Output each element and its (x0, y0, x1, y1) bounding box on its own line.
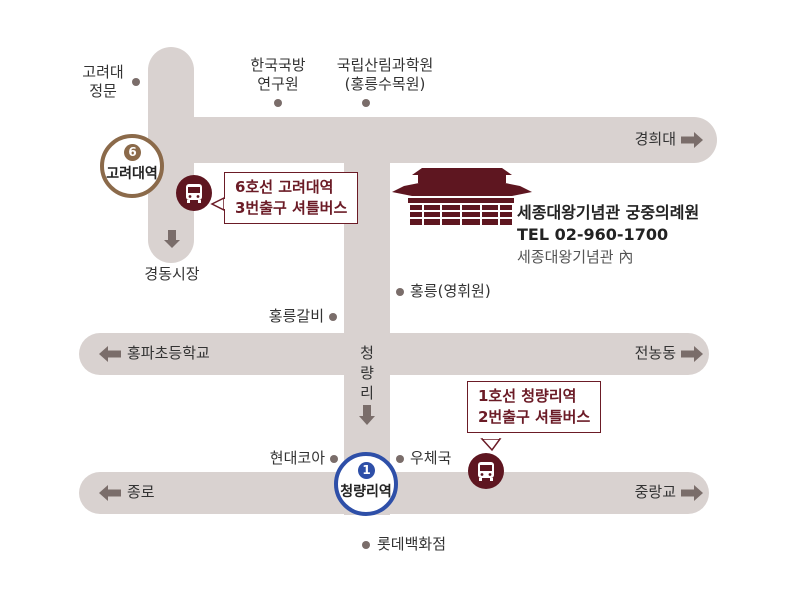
building-icon (392, 168, 532, 225)
label-char: 리 (360, 384, 374, 402)
landmark-dot (330, 455, 338, 463)
label-line: 한국국방 (250, 56, 306, 74)
label-hyundai-koa: 현대코아 (269, 449, 325, 467)
road-label-hongpa: 홍파초등학교 (127, 344, 210, 362)
label-kida: 한국국방 연구원 (236, 56, 320, 94)
arrow-down-icon (164, 230, 180, 248)
shuttle-callout-line6: 6호선 고려대역 3번출구 셔틀버스 (224, 172, 359, 224)
label-post-office: 우체국 (410, 449, 452, 467)
road-label-gyeonghuidae: 경희대 (634, 130, 676, 148)
label-char: 량 (360, 364, 374, 382)
label-galbi: 홍릉갈비 (268, 307, 324, 325)
label-line: 연구원 (257, 75, 299, 93)
shuttle-line1-line2: 2번출구 셔틀버스 (478, 408, 591, 426)
label-line: (홍릉수목원) (344, 75, 426, 93)
shuttle-line1-line1: 1호선 청량리역 (478, 387, 577, 405)
label-hongneung: 홍릉(영휘원) (410, 282, 491, 300)
direction-arrows (99, 132, 703, 501)
label-line: 정문 (89, 82, 117, 100)
venue-info: 세종대왕기념관 궁중의례원 TEL 02-960-1700 세종대왕기념관 內 (517, 202, 699, 268)
arrow-left-icon (99, 485, 121, 501)
road-label-cheongnyangni: 청 량 리 (355, 343, 379, 403)
callout-tail (210, 196, 225, 212)
venue-note: 세종대왕기념관 內 (517, 248, 634, 266)
station-name: 고려대역 (106, 166, 158, 182)
label-lotte: 롯데백화점 (377, 535, 447, 553)
venue-tel: TEL 02-960-1700 (517, 225, 669, 244)
callout-tail-cover (483, 435, 499, 439)
road-gyeonghui-horizontal (148, 117, 717, 163)
station-korea-univ: 6 고려대역 (100, 134, 164, 198)
road-middle-horizontal (79, 333, 709, 375)
landmark-dot (396, 288, 404, 296)
landmark-dot (132, 78, 140, 86)
landmark-dot (362, 541, 370, 549)
bus-icon (176, 175, 212, 211)
label-line: 고려대 (82, 63, 124, 81)
arrow-left-icon (99, 346, 121, 362)
road-label-jongno: 종로 (127, 483, 155, 501)
shuttle-callout-line1: 1호선 청량리역 2번출구 셔틀버스 (467, 381, 602, 433)
road-label-jeonnong: 전농동 (634, 344, 676, 362)
landmark-dot (362, 99, 370, 107)
road-label-jungnanggyo: 중랑교 (634, 483, 676, 501)
arrow-right-icon (681, 346, 703, 362)
shuttle-line6-line2: 3번출구 셔틀버스 (235, 199, 348, 217)
label-forest: 국립산림과학원 (홍릉수목원) (320, 56, 450, 94)
label-char: 청 (360, 344, 374, 362)
landmark-dot (329, 313, 337, 321)
arrow-down-icon (359, 405, 375, 425)
station-line-badge: 6 (124, 144, 141, 161)
label-korea-univ-gate: 고려대 정문 (78, 63, 128, 101)
arrow-right-icon (681, 132, 703, 148)
station-line-badge: 1 (358, 462, 375, 479)
landmark-dot (274, 99, 282, 107)
station-cheongnyangni: 1 청량리역 (334, 452, 398, 516)
station-name: 청량리역 (340, 484, 392, 500)
shuttle-line6-line1: 6호선 고려대역 (235, 178, 334, 196)
road-label-gyeongdong: 경동시장 (144, 265, 200, 283)
landmark-dot (396, 455, 404, 463)
callout-tail (480, 438, 502, 452)
label-line: 국립산림과학원 (336, 56, 434, 74)
arrow-right-icon (681, 485, 703, 501)
callout-tail-cover (224, 199, 227, 209)
venue-name: 세종대왕기념관 궁중의례원 (517, 203, 700, 222)
bus-icon (468, 453, 504, 489)
